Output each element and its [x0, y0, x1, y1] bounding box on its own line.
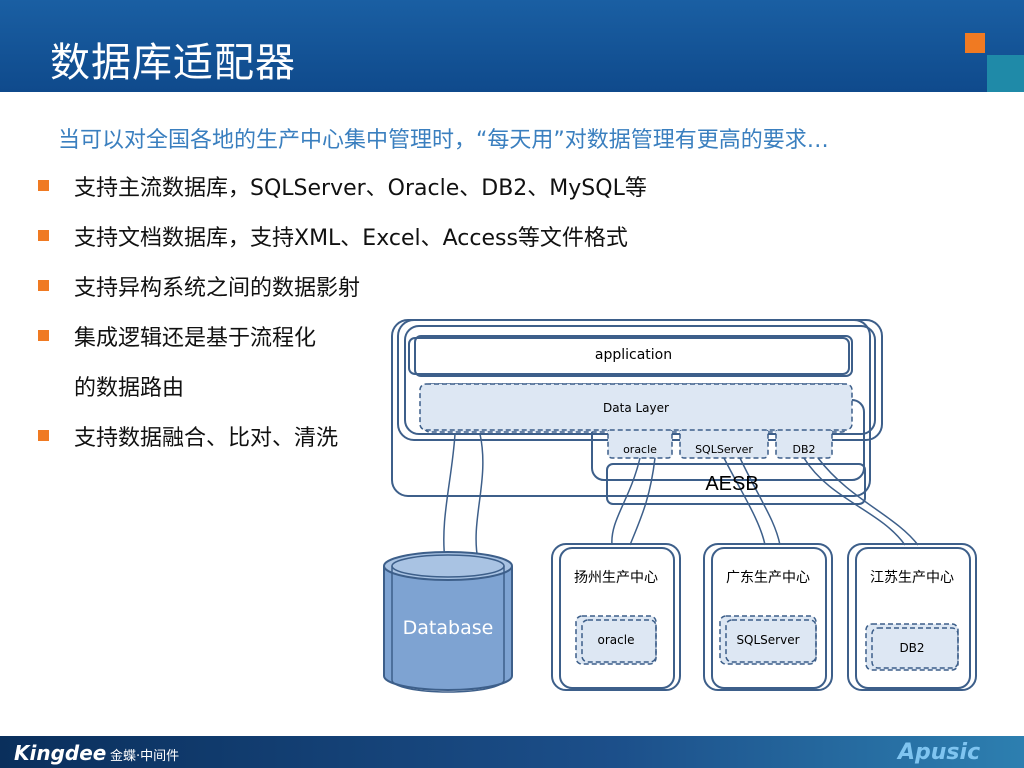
page-title: 数据库适配器: [50, 40, 296, 86]
connector-line: [739, 457, 781, 546]
decor-orange-square: [965, 33, 985, 53]
center-oracle-box: [575, 615, 657, 665]
center-db2-box-inner: [871, 627, 959, 669]
center-yangzhou-label: 扬州生产中心: [574, 570, 658, 586]
connector-line: [443, 433, 456, 561]
connector-line: [723, 457, 766, 546]
bullet-square-icon: [38, 280, 49, 291]
connector-line: [817, 457, 919, 546]
center-guangdong-label: 广东生产中心: [726, 570, 810, 586]
center-jiangsu-inner: [855, 547, 971, 689]
connector-line: [629, 457, 656, 546]
application-label: application: [594, 347, 673, 363]
decor-teal-square: [987, 55, 1024, 92]
data-layer-db2-label: DB2: [792, 444, 816, 456]
center-guangdong-box: [703, 543, 833, 691]
data-layer-oracle-label: oracle: [623, 444, 657, 456]
center-oracle-box-inner: [581, 619, 657, 663]
center-sqlserver-label: SQLServer: [736, 633, 800, 647]
database-label: Database: [402, 617, 494, 639]
kingdee-logo-cn: 金蝶·中间件: [110, 749, 180, 764]
bullet-square-icon: [38, 430, 49, 441]
bullet-square-icon: [38, 180, 49, 191]
center-sqlserver-box: [719, 615, 817, 665]
header-bar: [0, 0, 1024, 92]
aesb-label: AESB: [705, 473, 759, 495]
bullet-square-icon: [38, 230, 49, 241]
kingdee-logo: Kingdee: [14, 741, 107, 765]
center-jiangsu-box: [847, 543, 977, 691]
aesb-box: [606, 463, 866, 505]
data-layer-label: Data Layer: [603, 401, 669, 415]
connector-line: [803, 457, 906, 546]
center-yangzhou-box: [551, 543, 681, 691]
apusic-logo: Apusic: [898, 740, 981, 765]
center-yangzhou-inner: [559, 547, 675, 689]
center-oracle-label: oracle: [597, 633, 635, 647]
application-box: [414, 335, 853, 377]
subtitle: 当可以对全国各地的生产中心集中管理时，“每天用”对数据管理有更高的要求…: [58, 128, 829, 153]
center-guangdong-inner: [711, 547, 827, 689]
database-cylinder-icon: [383, 551, 513, 693]
application-box-shadow: [408, 337, 850, 375]
bullet-square-icon: [38, 330, 49, 341]
center-jiangsu-label: 江苏生产中心: [870, 570, 954, 586]
data-layer-box-front: [419, 383, 853, 431]
connector-line: [475, 433, 484, 561]
footer-bar: [0, 736, 1024, 768]
data-layer-sqlserver-label: SQLServer: [695, 444, 753, 456]
center-sqlserver-box-inner: [725, 619, 817, 663]
connector-line: [611, 457, 641, 546]
center-db2-label: DB2: [899, 641, 925, 655]
